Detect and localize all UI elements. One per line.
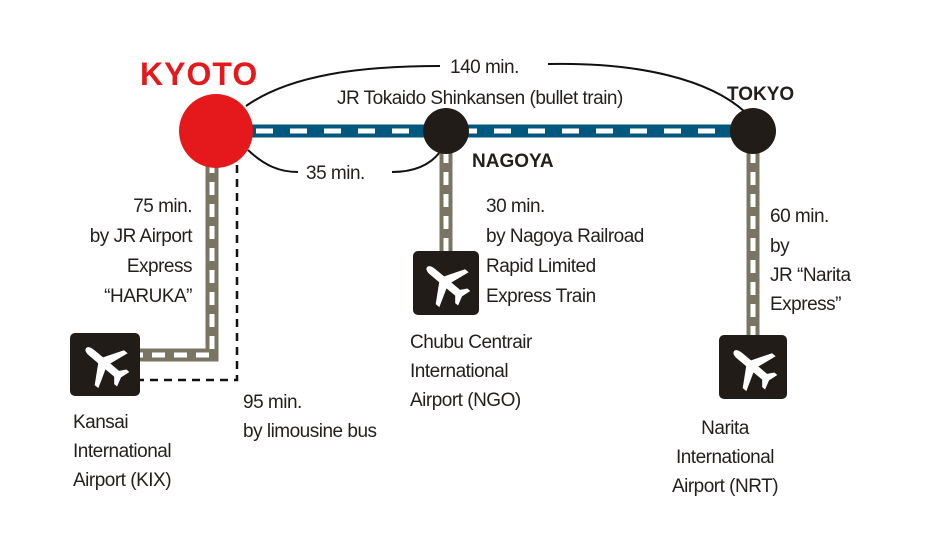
nagoya-station-marker: [423, 108, 469, 154]
svg-text:Express: Express: [127, 256, 192, 277]
svg-text:Narita: Narita: [701, 418, 750, 439]
svg-text:JR “Narita: JR “Narita: [770, 265, 851, 286]
bus-route-line: [140, 165, 239, 382]
kyoto-station-marker: [179, 94, 253, 168]
svg-text:Airport (NRT): Airport (NRT): [672, 476, 778, 497]
svg-text:95 min.: 95 min.: [243, 392, 302, 413]
svg-text:“HARUKA”: “HARUKA”: [104, 286, 192, 307]
svg-text:60 min.: 60 min.: [770, 206, 829, 227]
kyoto-nagoya-time: 35 min.: [306, 163, 365, 184]
ngo-airplane-icon: [412, 249, 479, 316]
nagoya-railroad-label: 30 min. by Nagoya Railroad Rapid Limited…: [486, 196, 644, 307]
kyoto-label: KYOTO: [140, 56, 258, 92]
svg-text:International: International: [676, 447, 774, 468]
svg-text:Chubu Centrair: Chubu Centrair: [410, 332, 533, 353]
svg-text:International: International: [410, 361, 508, 382]
nrt-airplane-icon: [719, 333, 787, 400]
haruka-line: [140, 160, 219, 362]
arc-kyoto-nagoya-2: [391, 151, 441, 173]
svg-text:by: by: [770, 236, 790, 257]
ngo-airport-label: Chubu Centrair International Airport (NG…: [410, 332, 534, 411]
arc-kyoto-tokyo: [245, 65, 441, 107]
kix-airplane-icon: [70, 330, 140, 397]
bus-label: 95 min. by limousine bus: [243, 392, 377, 442]
narita-express-label: 60 min. by JR “Narita Express”: [770, 206, 852, 315]
nrt-airport-label: Narita International Airport (NRT): [672, 418, 779, 497]
tokyo-station-marker: [730, 108, 776, 154]
svg-text:Airport (KIX): Airport (KIX): [73, 470, 171, 491]
svg-text:Express Train: Express Train: [486, 286, 596, 307]
arc-kyoto-tokyo-2: [547, 62, 746, 113]
svg-text:Rapid Limited: Rapid Limited: [486, 256, 596, 277]
svg-text:by Nagoya Railroad: by Nagoya Railroad: [486, 226, 644, 247]
svg-text:International: International: [73, 441, 171, 462]
svg-text:Kansai: Kansai: [73, 412, 128, 433]
kix-airport-label: Kansai International Airport (KIX): [73, 412, 172, 491]
haruka-label: 75 min. by JR Airport Express “HARUKA”: [90, 196, 194, 307]
svg-text:30 min.: 30 min.: [486, 196, 545, 217]
svg-text:by JR Airport: by JR Airport: [90, 226, 193, 247]
kyoto-tokyo-time: 140 min.: [450, 57, 519, 78]
shinkansen-label: JR Tokaido Shinkansen (bullet train): [337, 88, 623, 109]
tokyo-label: TOKYO: [727, 84, 794, 105]
svg-text:Express”: Express”: [770, 294, 841, 315]
nagoya-label: NAGOYA: [472, 151, 554, 172]
svg-text:by limousine bus: by limousine bus: [243, 421, 377, 442]
arc-kyoto-nagoya: [247, 149, 299, 173]
svg-text:Airport (NGO): Airport (NGO): [410, 390, 521, 411]
svg-text:75 min.: 75 min.: [133, 196, 192, 217]
